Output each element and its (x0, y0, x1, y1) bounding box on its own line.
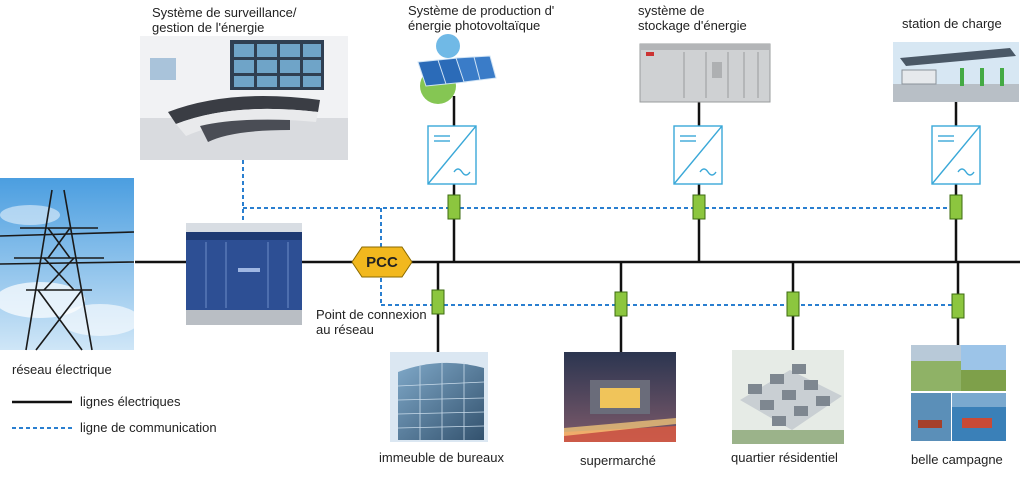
substation-image (186, 223, 302, 325)
charging-label: station de charge (902, 16, 1002, 31)
meter-charging (949, 194, 963, 220)
inverter-storage (673, 125, 723, 185)
legend-comm-label: ligne de communication (80, 420, 217, 435)
storage-label-line2: stockage d'énergie (638, 18, 747, 33)
pv-label-line2: énergie photovoltaïque (408, 18, 540, 33)
meter-storage (692, 194, 706, 220)
meter-countryside (951, 293, 965, 319)
pcc-label: PCC (366, 254, 398, 271)
monitoring-label-line1: Système de surveillance/ (152, 5, 297, 20)
residential-label: quartier résidentiel (731, 450, 838, 465)
meters (431, 194, 965, 319)
meter-pv (447, 194, 461, 220)
countryside-label: belle campagne (911, 452, 1003, 467)
office-label: immeuble de bureaux (379, 450, 505, 465)
storage-container-image (639, 43, 771, 103)
grid-tower-image (0, 178, 140, 351)
inverter-charging (931, 125, 981, 185)
communication-lines (242, 160, 960, 306)
legend: lignes électriques ligne de communicatio… (12, 394, 217, 435)
supermarket-image (564, 352, 676, 442)
legend-power-label: lignes électriques (80, 394, 181, 409)
pv-label-line1: Système de production d' (408, 3, 554, 18)
monitoring-label-line2: gestion de l'énergie (152, 20, 264, 35)
pcc-node: PCC (351, 246, 413, 278)
meter-office (431, 289, 445, 315)
pv-image (417, 34, 497, 104)
meter-supermarket (614, 291, 628, 317)
pcc-desc-line1: Point de connexion (316, 307, 427, 322)
office-building-image (390, 352, 488, 442)
residential-image (732, 350, 844, 444)
grid-label: réseau électrique (12, 362, 112, 377)
countryside-image (911, 345, 1006, 441)
monitoring-room-image (140, 36, 348, 160)
storage-label-line1: système de (638, 3, 704, 18)
charging-station-image (893, 42, 1019, 102)
inverter-pv (427, 125, 477, 185)
meter-residential (786, 291, 800, 317)
pcc-desc-line2: au réseau (316, 322, 374, 337)
supermarket-label: supermarché (580, 453, 656, 468)
